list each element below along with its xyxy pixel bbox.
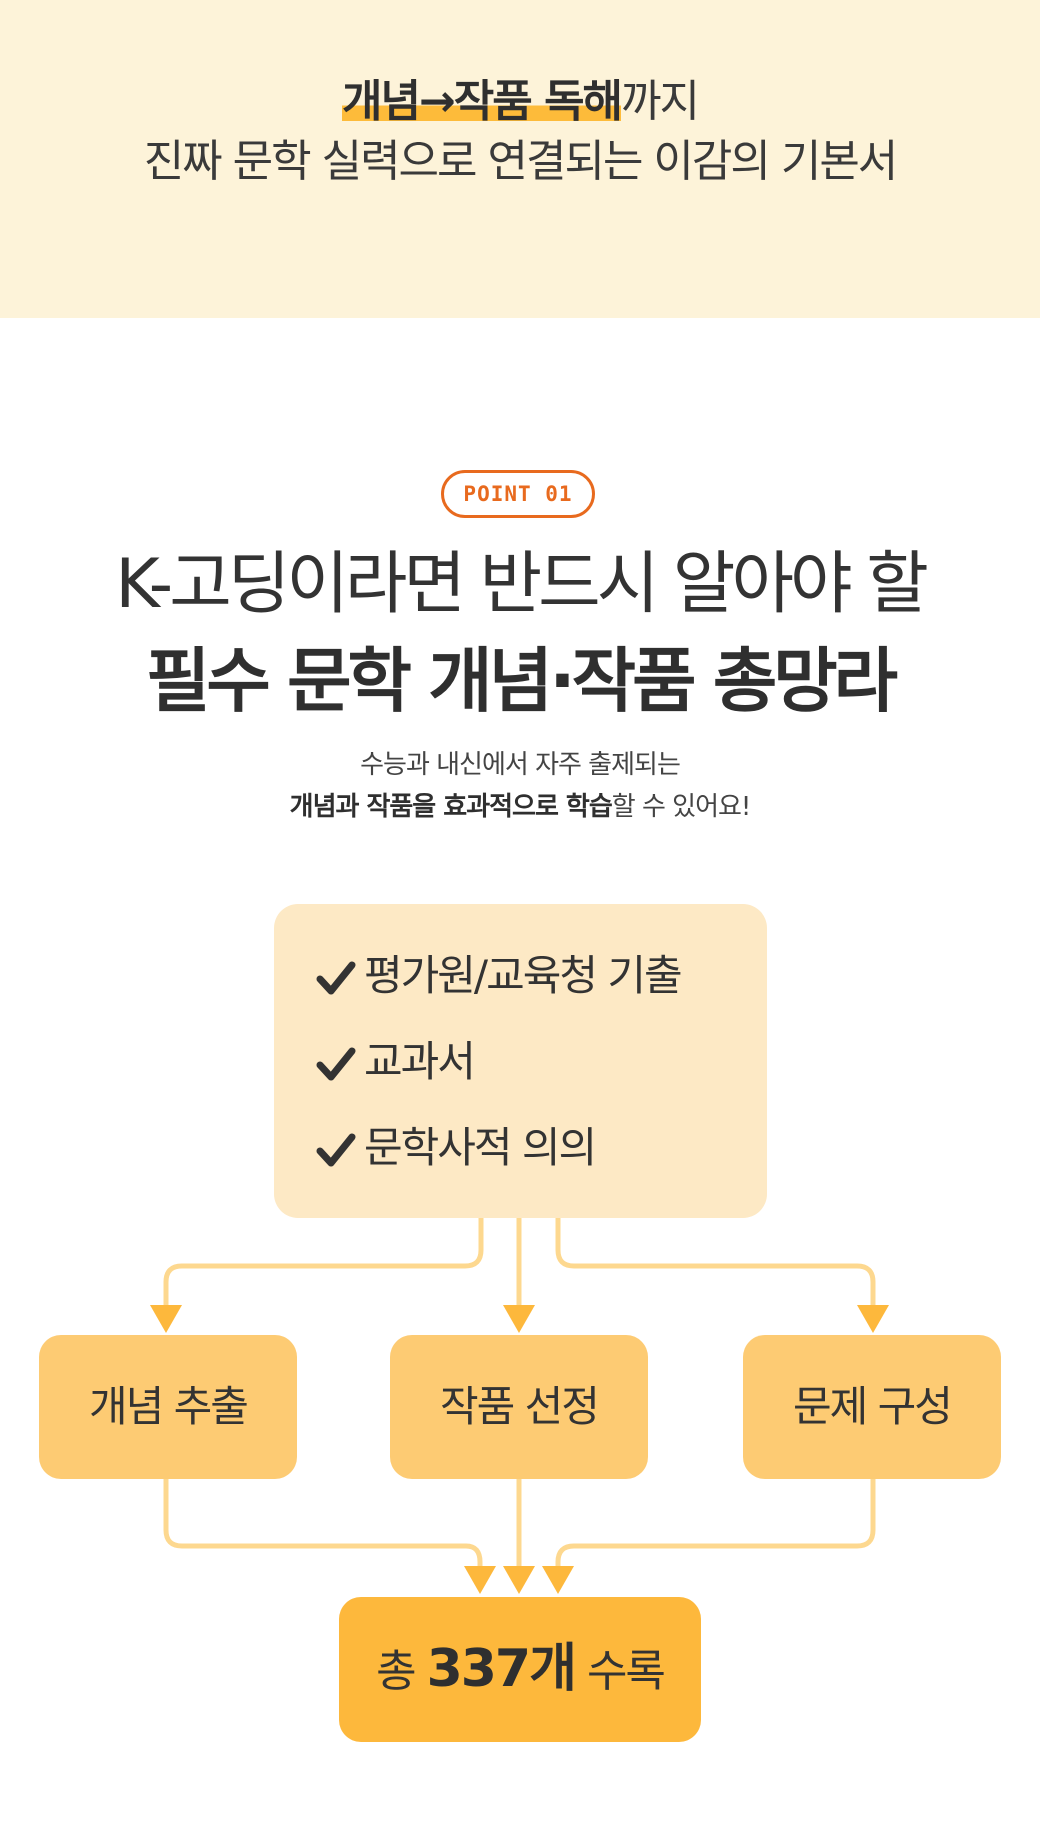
arrow-to-total-right: [542, 1566, 574, 1594]
check-icon: [316, 1133, 356, 1166]
step-problem-box: 문제 구성: [743, 1335, 1001, 1479]
source-item: 교과서: [316, 1032, 476, 1092]
check-icon: [316, 961, 356, 994]
intro-banner: 개념→작품 독해까지 진짜 문학 실력으로 연결되는 이감의 기본서: [0, 0, 1040, 318]
total-suffix: 수록: [586, 1646, 666, 1697]
source-item: 문학사적 의의: [316, 1118, 597, 1178]
intro-line-2: 진짜 문학 실력으로 연결되는 이감의 기본서: [143, 136, 899, 187]
source-label: 교과서: [364, 1037, 476, 1086]
step-work-box: 작품 선정: [390, 1335, 648, 1479]
intro-line-1-rest: 까지: [621, 76, 700, 127]
arrow-to-problem: [857, 1305, 889, 1333]
source-label: 문학사적 의의: [364, 1123, 597, 1172]
arrow-to-work: [503, 1305, 535, 1333]
sources-box: 평가원/교육청 기출 교과서 문학사적 의의: [274, 904, 767, 1218]
point-badge: POINT 01: [441, 470, 595, 518]
connector-step-right: [555, 1476, 876, 1571]
source-item: 평가원/교육청 기출: [316, 946, 683, 1006]
check-icon: [316, 1047, 356, 1080]
total-box: 총 337개 수록: [339, 1597, 701, 1742]
arrow-to-total-left: [464, 1566, 496, 1594]
total-prefix: 총: [376, 1646, 417, 1697]
headline-line-2: 필수 문학 개념·작품 총망라: [145, 640, 898, 722]
intro-line-1: 개념→작품 독해까지: [0, 72, 1040, 132]
arrow-to-concept: [150, 1305, 182, 1333]
subtext-line-2: 개념과 작품을 효과적으로 학습할 수 있어요!: [0, 786, 1040, 828]
intro-highlight: 개념→작품 독해: [341, 76, 623, 127]
source-label: 평가원/교육청 기출: [364, 951, 683, 1000]
subtext-rest: 할 수 있어요!: [611, 792, 752, 822]
connector-step-left: [163, 1476, 483, 1571]
arrow-to-total-center: [503, 1566, 535, 1594]
headline-line-1: K-고딩이라면 반드시 알아야 할: [115, 545, 929, 624]
step-concept-box: 개념 추출: [39, 1335, 297, 1479]
connector-source-left: [163, 1215, 484, 1311]
subtext-line-1: 수능과 내신에서 자주 출제되는: [360, 750, 681, 780]
subtext-bold: 개념과 작품을 효과적으로 학습: [289, 792, 613, 822]
connector-source-right: [555, 1215, 876, 1311]
total-count: 337개: [426, 1639, 577, 1699]
